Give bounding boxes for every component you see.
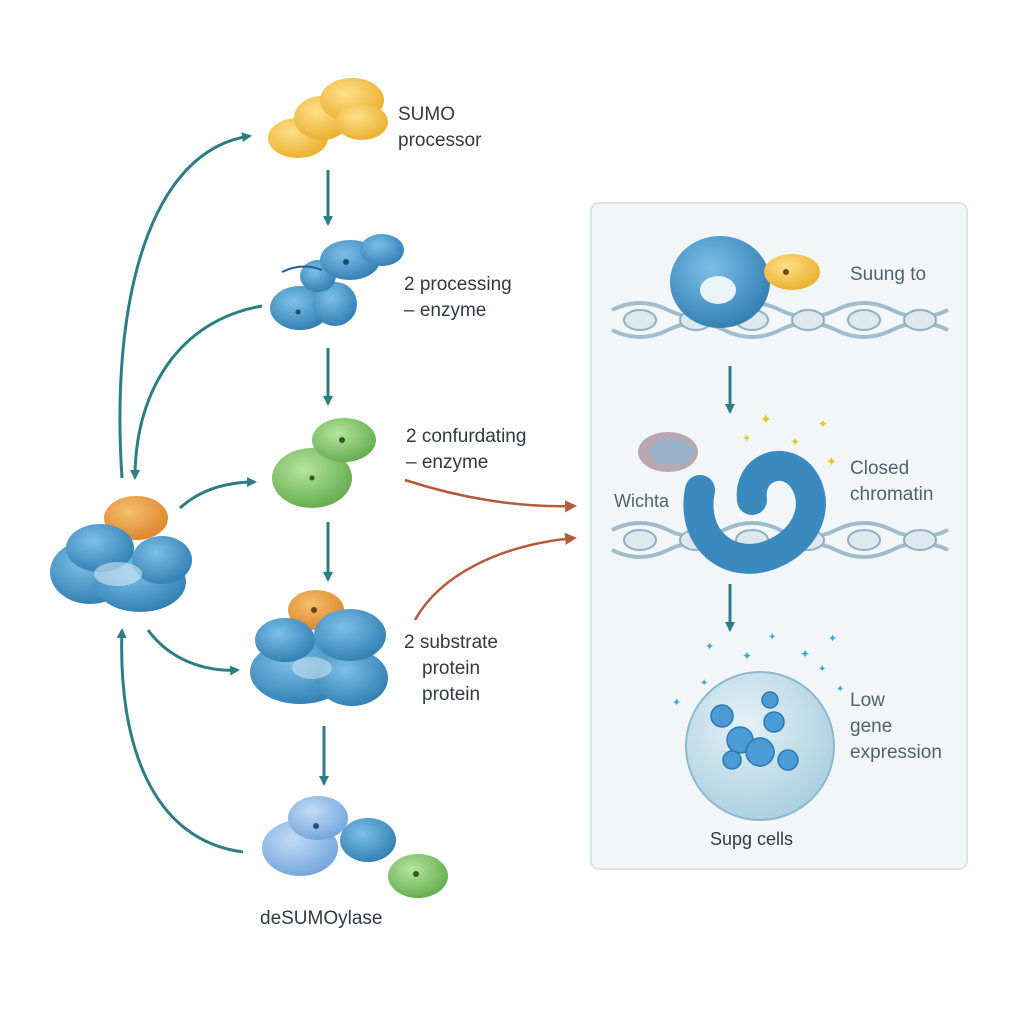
particles: ✦ ✦ ✦ ✦ ✦ ✦ ✦ ✦ ✦ [672, 632, 844, 709]
svg-text:✦: ✦ [790, 435, 800, 449]
sumo-enzyme-complex [50, 496, 192, 612]
label-chromatin-marker-text: Wichta [614, 491, 670, 511]
cycle-arrow-up-to-sumo [118, 132, 252, 479]
svg-text:✦: ✦ [768, 632, 776, 643]
conjugating-enzyme-protein [272, 418, 376, 508]
svg-text:✦: ✦ [672, 697, 681, 709]
label-desumoylase-line-1: deSUMOylase [260, 908, 383, 929]
label-cells-text: Supg cells [710, 829, 794, 849]
label-substrate-line-1: 2 substrate [404, 632, 498, 653]
label-sumo-line-1: SUMO [398, 104, 455, 125]
label-substrate-line-2: protein [422, 658, 481, 679]
substrate-complex-protein [250, 590, 388, 706]
label-processing-line-1: 2 processing [404, 274, 512, 295]
label-processing-line-2: – enzyme [404, 300, 487, 321]
cycle-arrow-complex-to-substrate [146, 629, 240, 676]
sparkles: ✦ ✦ ✦ ✦ ✦ [742, 411, 837, 469]
label-chromatin-marker: Wichta [614, 488, 669, 514]
svg-text:✦: ✦ [836, 684, 844, 695]
label-closed-line-2: chromatin [850, 484, 934, 505]
label-desumoylase: deSUMOylase [260, 906, 383, 932]
label-binding: Suung to [850, 262, 926, 288]
desumoylase-protein [262, 796, 448, 898]
cross-arrow-substrate [413, 532, 577, 621]
cell [685, 671, 835, 821]
cycle-arrow-processing-to-complex [130, 304, 263, 480]
label-cells: Supg cells [710, 826, 793, 852]
label-substrate-protein: 2 substrate protein protein [404, 630, 498, 708]
cycle-arrow-complex-to-conjugating [178, 477, 257, 510]
svg-text:✦: ✦ [818, 664, 826, 675]
svg-text:✦: ✦ [828, 633, 837, 645]
svg-text:✦: ✦ [760, 411, 772, 427]
label-expression-line-2: gene [850, 716, 893, 737]
svg-text:✦: ✦ [800, 647, 810, 661]
label-conjugating-enzyme: 2 confurdating – enzyme [406, 424, 526, 476]
label-closed-line-1: Closed [850, 458, 910, 479]
label-processing-enzyme: 2 processing – enzyme [404, 272, 512, 324]
label-substrate-line-3: protein [422, 684, 481, 705]
label-conjugating-line-1: 2 confurdating [406, 426, 527, 447]
label-low-gene-expression: Low gene expression [850, 688, 942, 766]
label-binding-line-1: Suung to [850, 264, 927, 285]
sumo-processor-protein [268, 78, 388, 158]
label-expression-line-3: expression [850, 742, 942, 763]
svg-text:✦: ✦ [826, 454, 837, 469]
svg-text:✦: ✦ [818, 417, 828, 431]
processing-enzyme-protein [270, 234, 404, 330]
label-conjugating-line-2: – enzyme [406, 452, 489, 473]
svg-text:✦: ✦ [705, 641, 714, 653]
dna-helix-bound [611, 236, 949, 339]
svg-text:✦: ✦ [742, 433, 751, 445]
label-sumo-processor: SUMO processor [398, 102, 481, 154]
dna-helix-closed [611, 432, 949, 574]
label-expression-line-1: Low [850, 690, 885, 711]
label-sumo-line-2: processor [398, 130, 482, 151]
label-closed-chromatin: Closed chromatin [850, 456, 933, 508]
cross-arrow-conjugating [404, 478, 577, 513]
svg-text:✦: ✦ [700, 678, 708, 689]
cycle-arrow-desumoylase-to-complex [116, 628, 244, 854]
svg-text:✦: ✦ [742, 649, 752, 663]
